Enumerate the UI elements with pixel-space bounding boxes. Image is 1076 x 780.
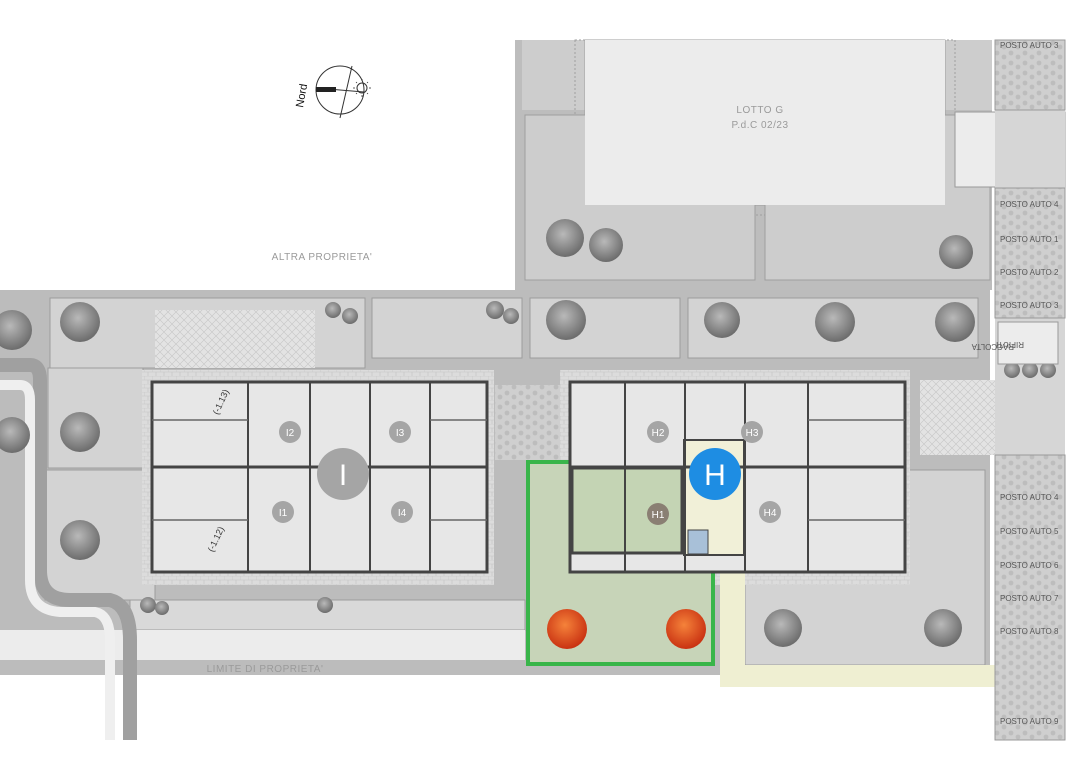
unit-i1-label: I1 — [279, 508, 288, 519]
parking-right-3[interactable]: POSTO AUTO 6 — [1000, 561, 1059, 570]
building-i-marker-label: I — [339, 459, 347, 492]
unit-h2-badge[interactable]: H2 — [647, 421, 669, 443]
unit-h3-badge[interactable]: H3 — [741, 421, 763, 443]
unit-i3-label: I3 — [396, 428, 405, 439]
parking-column — [994, 39, 1066, 741]
parking-right-4[interactable]: POSTO AUTO 7 — [1000, 594, 1059, 603]
unit-h2-label: H2 — [652, 428, 665, 439]
unit-i4-label: I4 — [398, 508, 407, 519]
unit-i1-badge[interactable]: I1 — [272, 501, 294, 523]
lot-g-area — [515, 39, 1066, 290]
parking-top-labels: POSTO AUTO 3 POSTO AUTO 4 POSTO AUTO 1 P… — [1000, 41, 1059, 310]
lot-permit: P.d.C 02/23 — [731, 120, 788, 131]
unit-h1-badge[interactable]: H1 — [647, 503, 669, 525]
parking-top-1[interactable]: POSTO AUTO 3 — [1000, 41, 1059, 50]
unit-i2-badge[interactable]: I2 — [279, 421, 301, 443]
unit-h1-label: H1 — [652, 510, 665, 521]
building-h-marker[interactable] — [689, 448, 741, 500]
other-property-label: ALTRA PROPRIETA' — [272, 252, 373, 263]
parking-right-1[interactable]: POSTO AUTO 4 — [1000, 493, 1059, 502]
parking-top-3[interactable]: POSTO AUTO 1 — [1000, 235, 1059, 244]
path-strip — [720, 560, 745, 685]
compass-north-label: Nord — [294, 83, 310, 109]
unit-h4-badge[interactable]: H4 — [759, 501, 781, 523]
parking-right-5[interactable]: POSTO AUTO 8 — [1000, 627, 1059, 636]
building-h-marker-label: H — [704, 459, 726, 492]
unit-i4-badge[interactable]: I4 — [391, 501, 413, 523]
parking-right-labels: POSTO AUTO 4 POSTO AUTO 5 POSTO AUTO 6 P… — [1000, 493, 1059, 726]
unit-i3-badge[interactable]: I3 — [389, 421, 411, 443]
lot-title: LOTTO G — [736, 105, 783, 116]
parking-top-4[interactable]: POSTO AUTO 2 — [1000, 268, 1059, 277]
trees-red — [547, 609, 706, 649]
unit-h3-label: H3 — [746, 428, 759, 439]
parking-top-2[interactable]: POSTO AUTO 4 — [1000, 200, 1059, 209]
parking-right-6[interactable]: POSTO AUTO 9 — [1000, 717, 1059, 726]
parking-right-2[interactable]: POSTO AUTO 5 — [1000, 527, 1059, 536]
parking-top-5[interactable]: POSTO AUTO 3 — [1000, 301, 1059, 310]
road-curve — [0, 358, 137, 740]
compass-sun-icon — [315, 65, 371, 119]
unit-h4-label: H4 — [764, 508, 777, 519]
trees-gray — [0, 219, 1056, 647]
waste-collection-label-2: RIFIUTI — [996, 340, 1024, 349]
property-limit-label: LIMITE DI PROPRIETA' — [207, 664, 324, 675]
building-i-marker[interactable] — [317, 448, 369, 500]
waste-collection-label: RACCOLTA — [971, 342, 1014, 351]
unit-i2-label: I2 — [286, 428, 295, 439]
